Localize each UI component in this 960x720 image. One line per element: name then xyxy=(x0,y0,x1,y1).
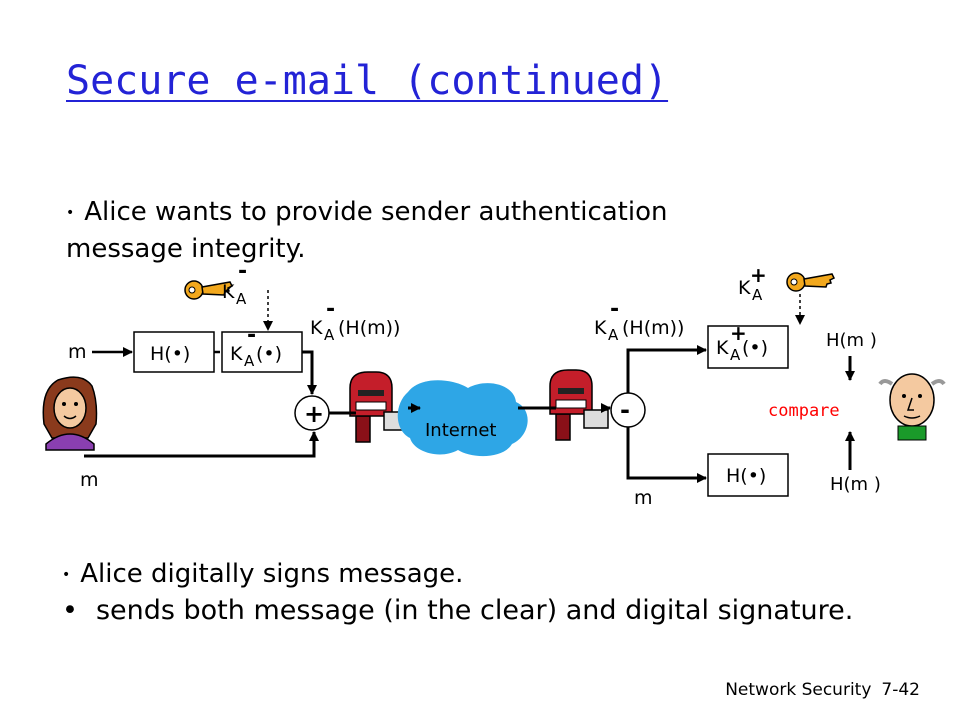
public-key-box-label: K A + (•) xyxy=(716,321,768,364)
intro-line-1: •Alice wants to provide sender authentic… xyxy=(66,197,668,227)
public-key-box xyxy=(707,325,789,369)
svg-text:A: A xyxy=(608,326,619,344)
svg-text:-: - xyxy=(247,323,256,348)
private-key-box-label: K A - (•) xyxy=(230,323,282,370)
svg-text:A: A xyxy=(244,352,255,370)
svg-text:A: A xyxy=(324,326,335,344)
svg-text:(•): (•) xyxy=(742,337,768,359)
svg-text:K: K xyxy=(230,343,243,365)
hash-label-top: H(m ) xyxy=(826,330,877,351)
svg-text:K: K xyxy=(222,281,235,303)
internet-cloud xyxy=(397,380,528,457)
private-key-box xyxy=(221,331,303,373)
svg-text:(H(m)): (H(m)) xyxy=(622,317,684,339)
private-key-label: K A - xyxy=(222,259,247,308)
signed-hash-label-sender: K A - (H(m)) xyxy=(310,297,400,344)
svg-text:A: A xyxy=(752,286,763,304)
page-title: Secure e-mail (continued) xyxy=(66,58,669,104)
svg-text:K: K xyxy=(310,317,323,339)
svg-text:K: K xyxy=(738,277,751,299)
svg-text:-: - xyxy=(610,297,619,322)
svg-text:K: K xyxy=(594,317,607,339)
split-minus-label: - xyxy=(620,396,630,424)
arrow-key-to-plus xyxy=(302,350,317,395)
hash-box-sender-label: H(•) xyxy=(150,343,190,365)
svg-text:(•): (•) xyxy=(256,343,282,365)
alice-avatar xyxy=(42,376,98,451)
intro-text: •Alice wants to provide sender authentic… xyxy=(66,194,668,267)
note-2: •sends both message (in the clear) and d… xyxy=(62,594,854,626)
bullet: • xyxy=(66,204,75,221)
svg-text:(H(m)): (H(m)) xyxy=(338,317,400,339)
svg-text:+: + xyxy=(750,263,767,287)
hash-box-sender xyxy=(133,331,215,373)
footer: Network Security 7-42 xyxy=(725,680,920,700)
svg-text:-: - xyxy=(238,259,247,284)
note-1: •Alice digitally signs message. xyxy=(62,559,464,589)
footer-course: Network Security xyxy=(725,680,872,700)
bob-avatar xyxy=(878,373,946,441)
compare-label: compare xyxy=(768,401,840,421)
public-key-label: K A + xyxy=(738,263,767,304)
combine-plus-label: + xyxy=(304,400,324,428)
intro-line-2: message integrity. xyxy=(66,233,306,264)
svg-text:-: - xyxy=(326,297,335,322)
mailbox-receiver-icon xyxy=(549,369,609,441)
arrow-minus-to-hash-box xyxy=(626,427,707,483)
message-m-bottom: m xyxy=(80,469,99,491)
public-key-icon xyxy=(786,272,835,292)
svg-text:A: A xyxy=(236,290,247,308)
internet-label: Internet xyxy=(425,420,496,441)
message-m-top: m xyxy=(68,341,87,363)
notes-list: •Alice digitally signs message. •sends b… xyxy=(62,556,853,629)
signed-hash-label-receiver: K A - (H(m)) xyxy=(594,297,684,344)
hash-box-receiver xyxy=(707,453,789,497)
bullet: • xyxy=(62,594,78,626)
hash-label-bottom: H(m ) xyxy=(830,474,881,495)
footer-page: 7-42 xyxy=(881,680,920,700)
bullet: • xyxy=(62,566,71,583)
svg-text:A: A xyxy=(730,346,741,364)
arrow-m-to-plus xyxy=(84,431,319,458)
message-m-receiver: m xyxy=(634,487,653,509)
arrow-minus-to-public-key-box xyxy=(626,345,707,393)
svg-text:K: K xyxy=(716,337,729,359)
svg-text:+: + xyxy=(730,321,747,345)
hash-box-receiver-label: H(•) xyxy=(726,465,766,487)
